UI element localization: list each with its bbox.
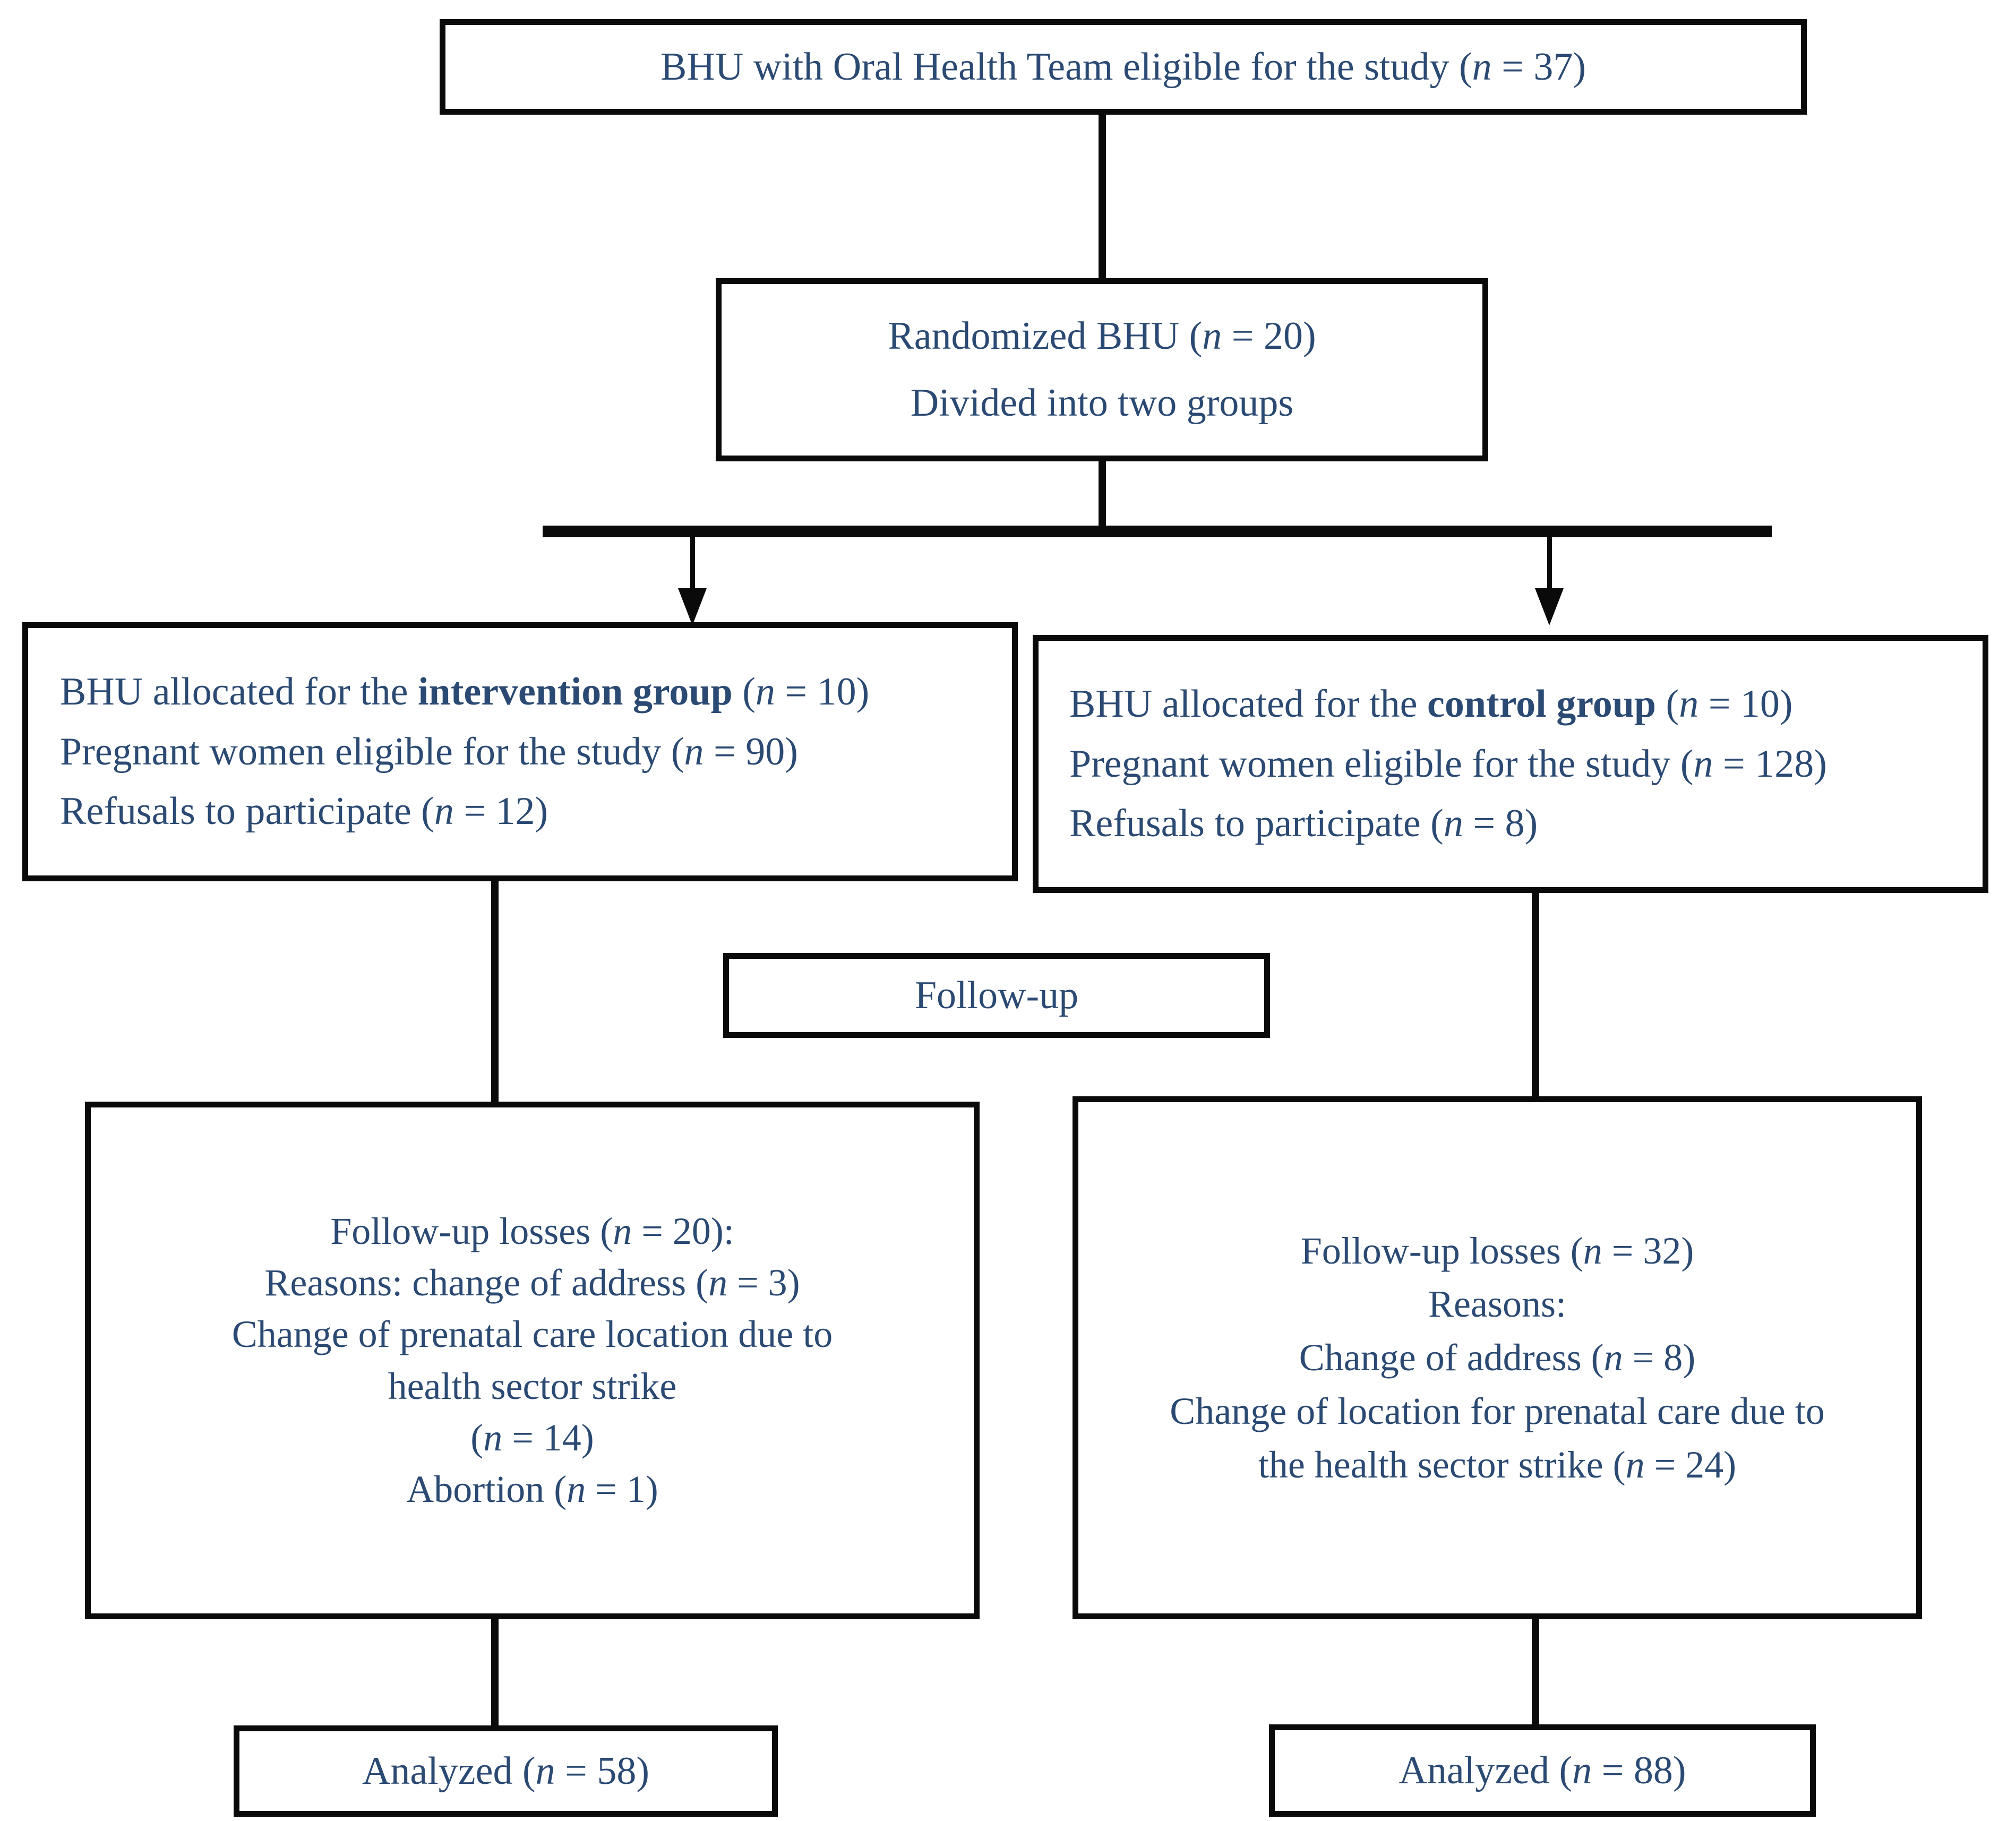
connector-losses-to-analyzed-intervention bbox=[491, 1619, 499, 1728]
losses-control-line-2: Reasons: bbox=[1428, 1283, 1566, 1326]
box-randomized-bhu: Randomized BHU (n = 20) Divided into two… bbox=[716, 278, 1488, 461]
box-analyzed-intervention: Analyzed (n = 58) bbox=[234, 1725, 778, 1817]
box-intervention-line-3: Refusals to participate (n = 12) bbox=[60, 789, 548, 834]
box-intervention-line-2: Pregnant women eligible for the study (n… bbox=[60, 729, 798, 774]
count-refusals-intervention: 12 bbox=[495, 789, 535, 834]
box-followup-label-text: Follow-up bbox=[914, 974, 1079, 1017]
count-women-eligible-control: 128 bbox=[1755, 742, 1814, 786]
count-analyzed-intervention: 58 bbox=[597, 1749, 637, 1793]
box-control-line-2: Pregnant women eligible for the study (n… bbox=[1069, 742, 1827, 786]
count-women-eligible-intervention: 90 bbox=[745, 729, 785, 774]
count-losses-intervention-address: 3 bbox=[768, 1261, 787, 1304]
box-analyzed-control: Analyzed (n = 88) bbox=[1269, 1724, 1816, 1817]
analyzed-control-text: Analyzed (n = 88) bbox=[1399, 1749, 1686, 1792]
count-losses-control-total: 32 bbox=[1643, 1229, 1682, 1272]
box-control-line-3: Refusals to participate (n = 8) bbox=[1069, 802, 1538, 846]
losses-intervention-line-4: health sector strike bbox=[388, 1364, 677, 1407]
count-losses-intervention-strike: 14 bbox=[543, 1416, 581, 1459]
connector-losses-to-analyzed-control bbox=[1532, 1619, 1539, 1728]
box-losses-intervention: Follow-up losses (n = 20): Reasons: chan… bbox=[85, 1102, 980, 1619]
losses-intervention-line-3: Change of prenatal care location due to bbox=[231, 1313, 833, 1356]
count-bhu-randomized: 20 bbox=[1263, 314, 1303, 358]
count-losses-intervention-total: 20 bbox=[672, 1209, 711, 1252]
control-group-label: control group bbox=[1427, 682, 1657, 726]
connector-split-to-control bbox=[1547, 537, 1552, 604]
control-line1-prefix: BHU allocated for the bbox=[1069, 682, 1427, 726]
box-bhu-eligible-line-1: BHU with Oral Health Team eligible for t… bbox=[660, 45, 1586, 89]
arrowhead-intervention bbox=[678, 588, 707, 625]
count-bhu-control: 10 bbox=[1740, 682, 1780, 726]
losses-control-line-5: the health sector strike (n = 24) bbox=[1258, 1443, 1737, 1486]
box-randomized-line-2: Divided into two groups bbox=[910, 381, 1294, 425]
connector-control-to-losses bbox=[1532, 893, 1539, 1100]
box-randomized-line-1: Randomized BHU (n = 20) bbox=[888, 314, 1316, 358]
intervention-line1-prefix: BHU allocated for the bbox=[60, 670, 418, 714]
box-control-line-1: BHU allocated for the control group (n =… bbox=[1069, 682, 1793, 726]
count-bhu-eligible: 37 bbox=[1533, 45, 1573, 89]
connector-intervention-to-losses bbox=[491, 881, 499, 1105]
box-control-allocation: BHU allocated for the control group (n =… bbox=[1033, 635, 1988, 893]
losses-control-line-1: Follow-up losses (n = 32) bbox=[1300, 1229, 1694, 1272]
split-bar-allocation bbox=[543, 526, 1772, 537]
losses-control-line-4: Change of location for prenatal care due… bbox=[1170, 1389, 1825, 1432]
analyzed-intervention-text: Analyzed (n = 58) bbox=[362, 1749, 650, 1793]
intervention-group-label: intervention group bbox=[418, 670, 733, 714]
connector-eligible-to-randomized bbox=[1099, 115, 1106, 279]
box-followup-label: Follow-up bbox=[723, 953, 1270, 1038]
count-losses-control-address: 8 bbox=[1663, 1336, 1683, 1379]
losses-intervention-line-1: Follow-up losses (n = 20): bbox=[330, 1209, 734, 1252]
box-intervention-line-1: BHU allocated for the intervention group… bbox=[60, 670, 870, 714]
box-losses-control: Follow-up losses (n = 32) Reasons: Chang… bbox=[1073, 1096, 1922, 1619]
losses-intervention-line-6: Abortion (n = 1) bbox=[406, 1467, 658, 1510]
count-bhu-intervention: 10 bbox=[817, 670, 856, 714]
connector-split-to-intervention bbox=[690, 537, 695, 604]
losses-control-line-3: Change of address (n = 8) bbox=[1299, 1336, 1696, 1379]
count-analyzed-control: 88 bbox=[1633, 1749, 1673, 1792]
count-losses-control-strike: 24 bbox=[1685, 1443, 1724, 1486]
connector-randomized-to-split bbox=[1099, 461, 1106, 529]
box-intervention-allocation: BHU allocated for the intervention group… bbox=[22, 622, 1018, 881]
losses-intervention-line-2: Reasons: change of address (n = 3) bbox=[264, 1261, 800, 1304]
count-refusals-control: 8 bbox=[1505, 802, 1525, 846]
arrowhead-control bbox=[1535, 588, 1564, 625]
box-bhu-eligible: BHU with Oral Health Team eligible for t… bbox=[440, 19, 1807, 115]
losses-intervention-line-5: (n = 14) bbox=[470, 1416, 594, 1459]
count-losses-intervention-abortion: 1 bbox=[626, 1467, 646, 1510]
